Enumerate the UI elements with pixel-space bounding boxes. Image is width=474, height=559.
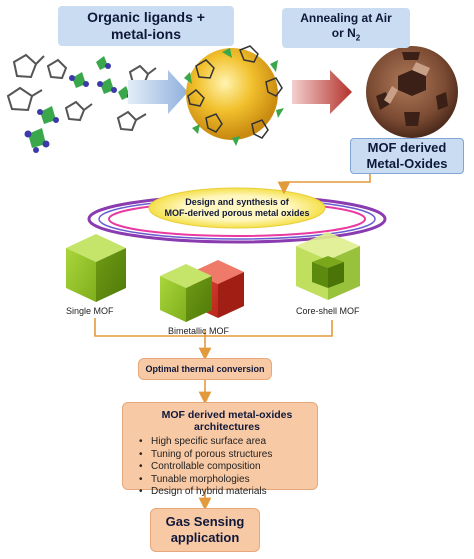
metal-oxide-structure [366,46,458,138]
oxide-to-design-connector [277,171,371,195]
gas-sensing-box: Gas Sensing application [150,508,260,552]
design-oval [148,187,326,229]
single-mof-label: Single MOF [66,306,114,316]
synthesis-arrow [128,70,188,114]
ligands-label-line2: metal-ions [110,26,181,42]
architectures-title: MOF derived metal-oxides architectures [161,409,293,433]
design-title-line2: MOF-derived porous metal oxides [164,208,310,218]
feature-item: Tuning of porous structures [139,449,272,462]
feature-item: Controllable composition [139,461,272,474]
annealing-label-line2-wrap: or N2 [300,26,392,45]
thermal-conversion-box: Optimal thermal conversion [138,358,272,380]
annealing-label-subscript: 2 [355,33,361,43]
feature-item: High specific surface area [139,436,272,449]
mof-sphere [184,45,284,146]
mof-derived-box: MOF derived Metal-Oxides [350,138,464,174]
gas-sensing-line1: Gas Sensing [165,514,245,529]
ligands-illustration [6,53,157,132]
single-mof-cube [66,234,126,302]
core-shell-mof-label: Core-shell MOF [296,306,360,316]
bimetallic-mof-label: Bimetallic MOF [168,326,230,336]
mof-derived-line2: Metal-Oxides [366,156,448,171]
architectures-feature-list: High specific surface area Tuning of por… [137,436,272,499]
feature-item: Tunable morphologies [139,474,272,487]
annealing-arrow [292,70,352,114]
design-title-line1: Design and synthesis of [185,197,289,207]
annealing-label-box: Annealing at Air or N2 [282,8,410,48]
design-title: Design and synthesis of MOF-derived poro… [150,192,324,224]
bimetallic-mof-cubes [160,260,244,322]
feature-item: Design of hybrid materials [139,486,272,499]
mof-derived-line1: MOF derived [367,140,447,155]
architectures-box: MOF derived metal-oxides architectures H… [122,402,318,498]
core-shell-mof-cube [296,232,360,300]
annealing-label-line2: or N [331,25,356,40]
gas-sensing-line2: application [170,530,240,545]
ligands-label-box: Organic ligands + metal-ions [58,6,234,46]
annealing-label-line1: Annealing at Air [300,10,392,25]
ligands-label-line1: Organic ligands + [87,9,205,25]
